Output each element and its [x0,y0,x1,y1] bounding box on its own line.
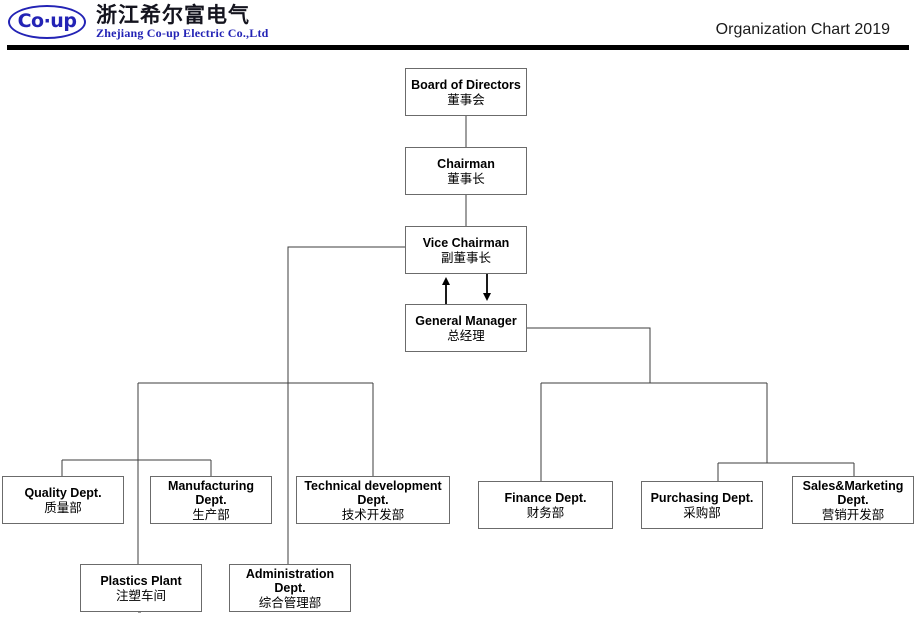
edge-vice-to-left-bus [287,246,405,383]
node-label-en: Manufacturing Dept. [167,478,255,507]
node-plastics-plant[interactable]: Plastics Plant 注塑车间 [80,564,202,612]
node-sales-marketing-dept[interactable]: Sales&Marketing Dept. 营销开发部 [792,476,914,524]
header-divider [7,45,909,50]
node-label-cn: 财务部 [526,504,565,520]
node-label-en: Sales&Marketing Dept. [802,478,904,507]
org-chart: Board of Directors 董事会 Chairman 董事长 Vice… [0,52,916,618]
edge-gm-to-right-bus [527,327,651,383]
node-label-en: Board of Directors [411,77,521,92]
company-name-english: Zhejiang Co-up Electric Co.,Ltd [96,26,269,41]
node-label-cn: 营销开发部 [821,506,885,522]
node-label-en: Finance Dept. [504,490,587,505]
node-label-en: Chairman [437,156,495,171]
node-label-cn: 采购部 [683,504,721,520]
node-purchasing-dept[interactable]: Purchasing Dept. 采购部 [641,481,763,529]
node-label-cn: 董事长 [447,170,485,186]
node-manufacturing-dept[interactable]: Manufacturing Dept. 生产部 [150,476,272,524]
node-label-cn: 总经理 [447,327,485,343]
logo-wordmark: Co·up [17,10,77,33]
node-label-cn: 生产部 [192,506,230,522]
node-label-en: Plastics Plant [100,573,182,588]
node-label-cn: 质量部 [44,499,82,515]
coup-logo-icon: Co·up [8,4,86,39]
node-finance-dept[interactable]: Finance Dept. 财务部 [478,481,613,529]
node-administration-dept[interactable]: Administration Dept. 综合管理部 [229,564,351,612]
node-label-cn: 副董事长 [440,249,491,265]
company-name-chinese: 浙江希尔富电气 [96,3,250,27]
node-label-cn: 董事会 [447,91,485,107]
node-label-en: General Manager [415,313,517,328]
node-quality-dept[interactable]: Quality Dept. 质量部 [2,476,124,524]
node-label-cn: 综合管理部 [258,594,322,610]
node-general-manager[interactable]: General Manager 总经理 [405,304,527,352]
company-branding: Co·up 浙江希尔富电气 Zhejiang Co-up Electric Co… [8,4,269,40]
node-label-cn: 技术开发部 [341,506,405,522]
company-name-block: 浙江希尔富电气 Zhejiang Co-up Electric Co.,Ltd [96,4,269,40]
node-technical-development-dept[interactable]: Technical development Dept. 技术开发部 [296,476,450,524]
node-label-en: Quality Dept. [24,485,102,500]
node-label-en: Administration Dept. [245,566,335,595]
page-title: Organization Chart 2019 [715,21,890,38]
node-vice-chairman[interactable]: Vice Chairman 副董事长 [405,226,527,274]
node-chairman[interactable]: Chairman 董事长 [405,147,527,195]
node-label-en: Vice Chairman [422,235,510,250]
node-board-of-directors[interactable]: Board of Directors 董事会 [405,68,527,116]
node-label-en: Technical development Dept. [304,478,442,507]
node-label-cn: 注塑车间 [115,587,166,603]
page-header: Co·up 浙江希尔富电气 Zhejiang Co-up Electric Co… [0,0,916,52]
node-label-en: Purchasing Dept. [650,490,754,505]
org-chart-connectors [61,116,855,613]
